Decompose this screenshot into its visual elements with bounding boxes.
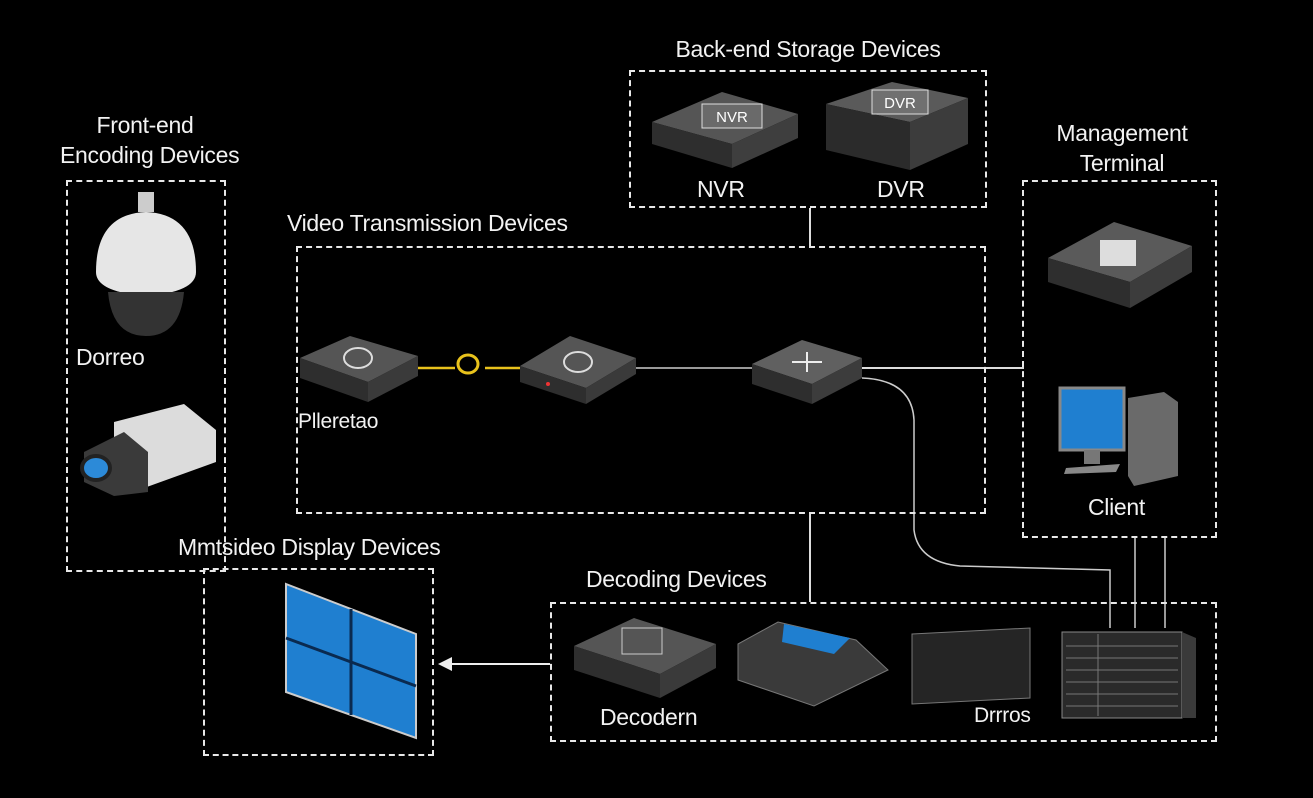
management-title-1: Management xyxy=(1056,120,1188,146)
transceiver-icon xyxy=(300,336,418,402)
storage-title: Back-end Storage Devices xyxy=(675,36,941,62)
dvr-label: DVR xyxy=(877,176,925,202)
box-camera-icon xyxy=(80,404,216,496)
nvr-face-text: NVR xyxy=(716,109,748,126)
transceiver-label: Plleretao xyxy=(298,410,379,433)
video-wall-icon xyxy=(285,582,417,740)
transceiver-2-icon xyxy=(520,336,636,404)
client-label: Client xyxy=(1088,494,1146,520)
decoder-label: Decodern xyxy=(600,704,698,730)
decoder-device-icon xyxy=(574,618,716,698)
storage-cabinet-icon xyxy=(911,627,1031,705)
nvr-label: NVR xyxy=(697,176,745,202)
dvr-face-text: DVR xyxy=(884,95,916,112)
management-server-icon xyxy=(1048,222,1192,308)
decoder-terminal-icon xyxy=(737,621,889,707)
display-group xyxy=(203,568,434,756)
client-computer-icon xyxy=(1058,386,1178,486)
rack-server-icon xyxy=(1061,631,1196,719)
management-title: Management Terminal xyxy=(1030,118,1214,178)
frontend-title: Front-end Encoding Devices xyxy=(60,110,240,170)
management-group xyxy=(1022,180,1217,538)
decoding-title: Decoding Devices xyxy=(586,566,767,592)
nvr-device-icon: NVR xyxy=(652,92,798,168)
server-link xyxy=(861,377,1111,628)
management-title-2: Terminal xyxy=(1079,150,1165,176)
transmission-title: Video Transmission Devices xyxy=(287,210,568,236)
decoding-group xyxy=(550,602,1217,742)
drives-label: Drrros xyxy=(974,704,1031,727)
transmission-group xyxy=(296,246,986,514)
arrow-head xyxy=(438,657,452,671)
dome-camera-icon xyxy=(96,192,196,336)
frontend-title-2: Encoding Devices xyxy=(60,142,240,168)
display-title: Mmtsideo Display Devices xyxy=(178,534,441,560)
frontend-title-1: Front-end xyxy=(96,112,194,138)
dvr-device-icon: DVR xyxy=(826,82,968,170)
dome-label: Dorreo xyxy=(76,344,145,370)
fiber-coil xyxy=(456,353,480,375)
frontend-group xyxy=(66,180,226,572)
network-switch-icon xyxy=(752,340,862,404)
storage-group xyxy=(629,70,987,208)
